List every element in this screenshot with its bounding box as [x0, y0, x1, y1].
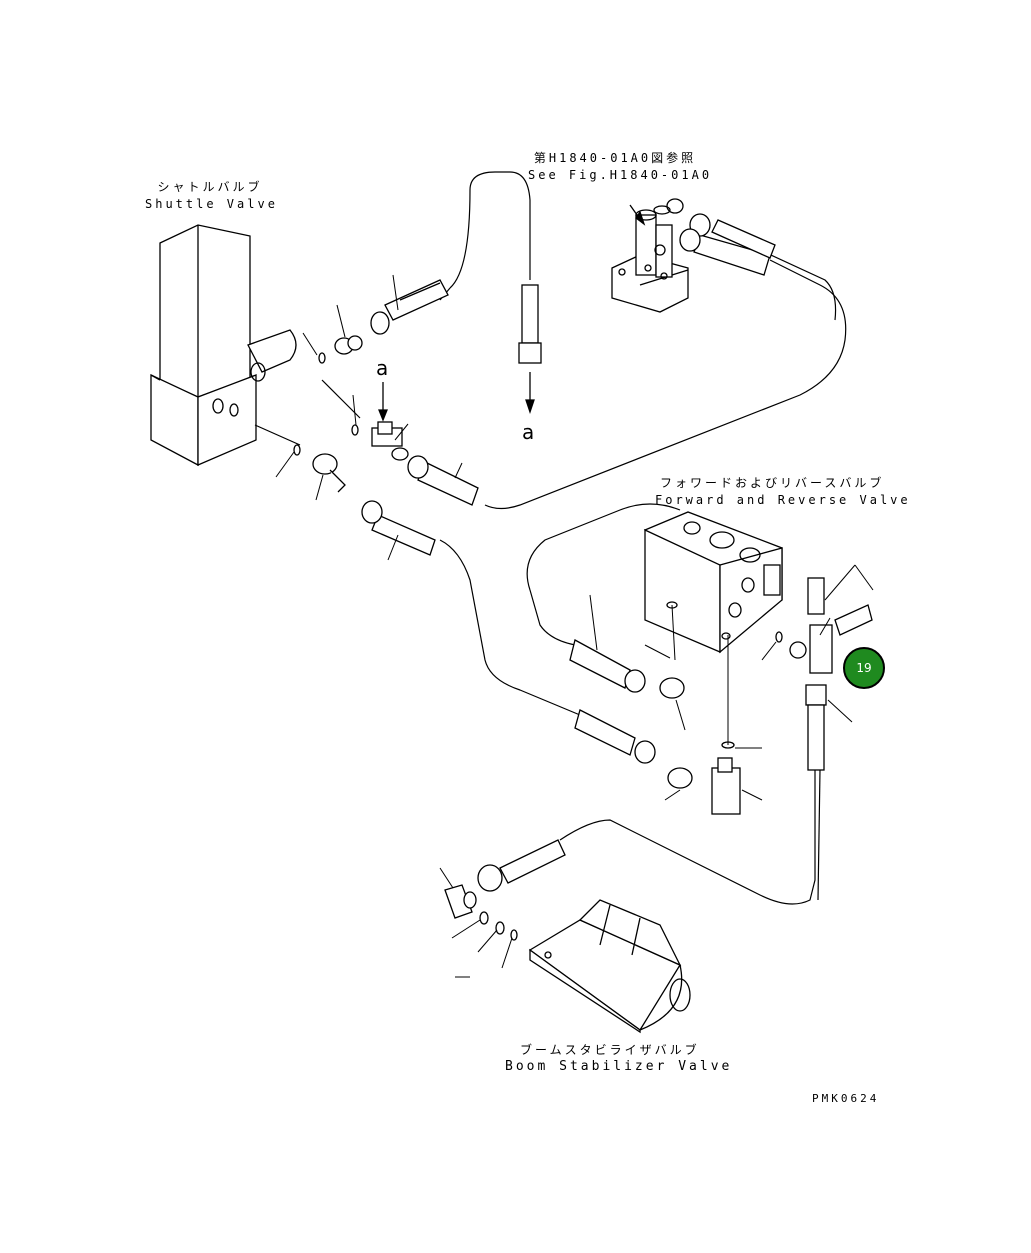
boom-stabilizer-valve-drawing — [528, 899, 691, 1034]
shuttle-valve-label-en: Shuttle Valve — [145, 197, 278, 211]
forward-reverse-valve-label-en: Forward and Reverse Valve — [655, 493, 911, 507]
arrow-a-label-top: a — [376, 356, 389, 380]
boom-stabilizer-valve-label-jp: ブームスタビライザバルブ — [520, 1043, 700, 1057]
part-callout-19[interactable]: 19 — [843, 647, 885, 689]
reference-label-jp: 第H1840-01A0図参照 — [533, 151, 697, 165]
leader-lines — [275, 274, 874, 978]
arrow-a-label-bottom: a — [522, 420, 535, 444]
forward-reverse-valve-label-jp: フォワードおよびリバースバルブ — [660, 476, 885, 490]
direction-arrows — [378, 372, 535, 422]
shuttle-valve-label-jp: シャトルバルブ — [157, 180, 263, 194]
shuttle-valve-drawing — [150, 224, 297, 467]
reference-valve-drawing — [611, 198, 689, 313]
reference-label-en: See Fig.H1840-01A0 — [528, 168, 713, 182]
drawing-code: PMK0624 — [812, 1092, 880, 1105]
fittings — [293, 213, 873, 941]
boom-stabilizer-valve-label-en: Boom Stabilizer Valve — [505, 1059, 733, 1074]
forward-reverse-valve-drawing — [643, 511, 783, 654]
hydraulic-lines — [254, 171, 847, 905]
